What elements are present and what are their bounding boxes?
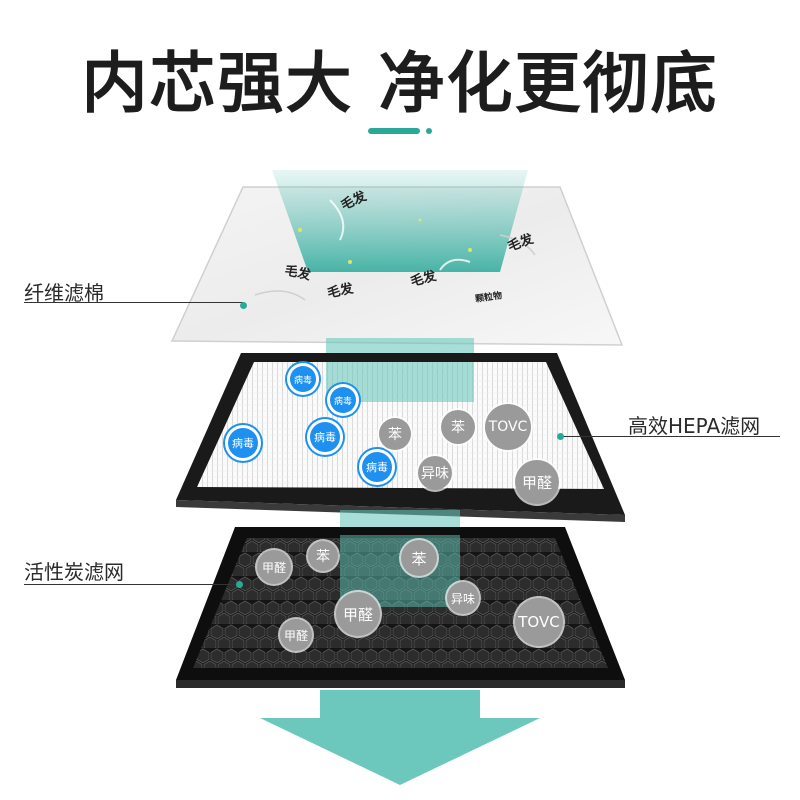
tovc-bubble: TOVC [485, 404, 531, 450]
hepa-leader-line [562, 436, 780, 437]
benzene-bubble: 苯 [379, 418, 411, 450]
airflow-out-arrow [260, 690, 540, 785]
odor-bubble: 异味 [447, 582, 479, 614]
virus-icon: 病毒 [310, 422, 340, 452]
virus-icon: 病毒 [228, 428, 258, 458]
fiber-cotton-label: 纤维滤棉 [24, 281, 104, 305]
hepa-leader-dot [557, 433, 564, 440]
carbon-leader-line [24, 584, 239, 585]
benzene-bubble: 苯 [441, 410, 475, 444]
title-underline [368, 128, 420, 134]
formaldehyde-bubble: 甲醛 [280, 619, 312, 651]
virus-icon: 病毒 [362, 452, 392, 482]
hepa-filter-label: 高效HEPA滤网 [628, 414, 761, 438]
odor-bubble: 异味 [418, 456, 452, 490]
virus-icon: 病毒 [290, 366, 316, 392]
formaldehyde-bubble: 甲醛 [257, 550, 291, 584]
tovc-bubble: TOVC [515, 598, 563, 646]
fiber-leader-line [24, 302, 244, 303]
page-title: 内芯强大 净化更彻底 [81, 45, 719, 122]
carbon-leader-dot [236, 581, 243, 588]
virus-icon: 病毒 [330, 387, 356, 413]
benzene-bubble: 苯 [401, 540, 437, 576]
formaldehyde-bubble: 甲醛 [336, 592, 380, 636]
benzene-bubble: 苯 [308, 541, 338, 571]
fiber-leader-dot [240, 302, 247, 309]
activated-carbon-label: 活性炭滤网 [24, 560, 124, 584]
airflow-beam-1 [272, 170, 528, 272]
formaldehyde-bubble: 甲醛 [515, 460, 559, 504]
